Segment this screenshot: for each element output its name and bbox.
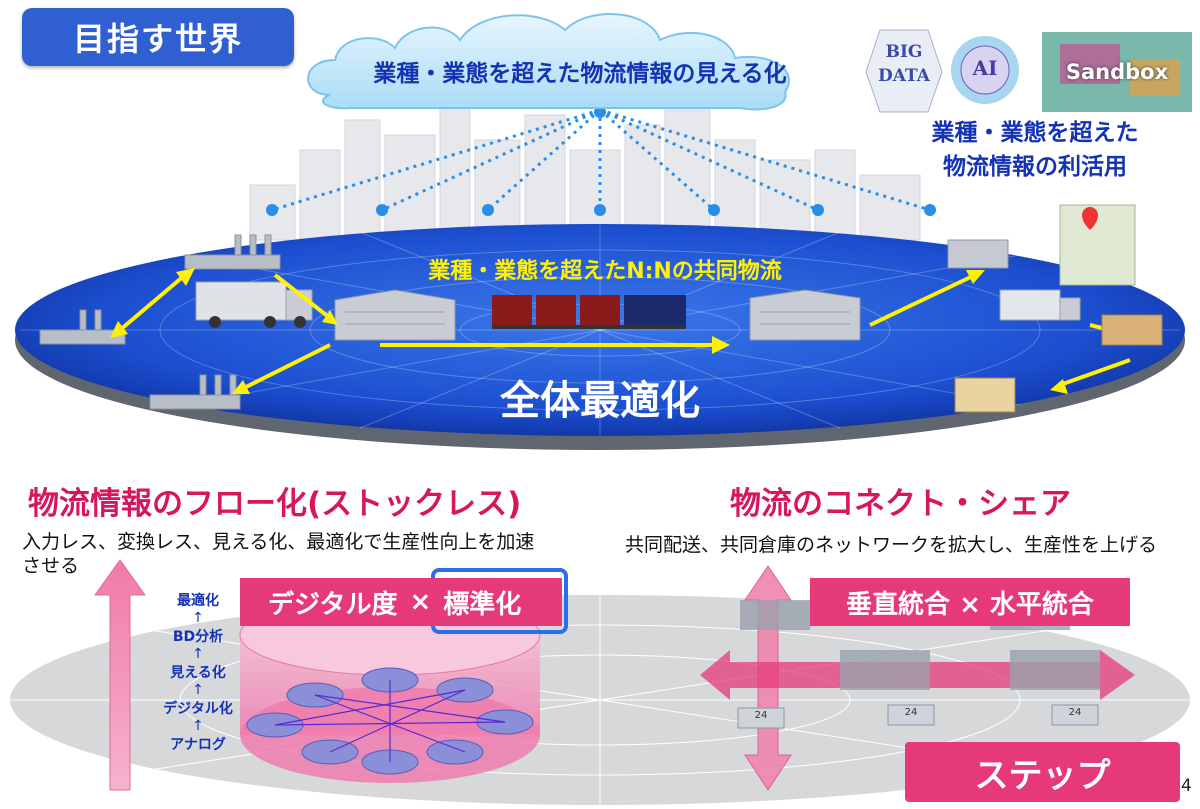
city-skyline <box>249 99 921 241</box>
step-optimization: 最適化 <box>177 593 219 609</box>
cloud-shape <box>307 13 790 111</box>
joint-logistics-caption: 業種・業態を超えたN:Nの共同物流 <box>428 259 782 284</box>
ai-icon-shape <box>951 36 1019 104</box>
big-data-line-1: BIG <box>885 42 923 62</box>
page-number: 4 <box>1181 776 1192 796</box>
left-description-line-1: 入力レス、変換レス、見える化、最適化で生産性向上を加速 <box>22 531 535 553</box>
step-analog: アナログ <box>170 737 226 753</box>
step-digitization: デジタル化 <box>163 701 233 717</box>
total-optimization-label: 全体最適化 <box>500 378 700 424</box>
step-arrow-icon: ↑ <box>192 610 204 626</box>
progress-up-arrow <box>94 559 146 791</box>
right-caption: 業種・業態を超えた 物流情報の利活用 <box>900 116 1170 184</box>
right-section-heading: 物流のコネクト・シェア <box>730 486 1071 522</box>
sandbox-icon-shape <box>1042 32 1192 112</box>
step-arrow-icon: ↑ <box>192 718 204 734</box>
times-symbol: × <box>409 587 432 617</box>
freight-train <box>492 295 686 329</box>
left-section-heading: 物流情報のフロー化(ストックレス) <box>28 486 522 522</box>
left-section-description: 入力レス、変換レス、見える化、最適化で生産性向上を加速 させる <box>22 530 602 578</box>
ai-icon: AI <box>972 56 998 80</box>
step-arrow-icon: ↑ <box>192 646 204 662</box>
right-caption-line-2: 物流情報の利活用 <box>943 154 1127 180</box>
step-visualization: 見える化 <box>170 665 226 681</box>
step-bd-analysis: BD分析 <box>172 629 224 645</box>
left-description-line-2: させる <box>22 555 80 577</box>
integration-band: 垂直統合 × 水平統合 <box>810 578 1130 626</box>
digital-standard-band: デジタル度 × 標準化 <box>240 578 562 626</box>
step-badge: ステップ <box>905 742 1180 802</box>
store-label-3: 24 <box>1068 707 1082 718</box>
truck-left <box>195 281 313 328</box>
platform-grid <box>20 224 1180 436</box>
cloud-caption: 業種・業態を超えた物流情報の見える化 <box>373 61 787 87</box>
big-data-icon: BIG DATA <box>866 40 942 88</box>
standardization-label: 標準化 <box>443 589 522 620</box>
store-label-1: 24 <box>754 710 768 721</box>
sandbox-icon: Sandbox <box>1065 60 1169 84</box>
cloud-links <box>271 108 931 212</box>
platform-top <box>15 224 1185 436</box>
convenience-stores <box>737 704 1099 729</box>
digital-degree-label: デジタル度 <box>268 589 398 620</box>
right-buildings <box>947 204 1163 413</box>
page-title: 目指す世界 <box>22 8 294 66</box>
right-caption-line-1: 業種・業態を超えた <box>931 120 1139 146</box>
factory-icons-left <box>39 234 281 410</box>
right-section-description: 共同配送、共同倉庫のネットワークを拡大し、生産性を上げる <box>625 534 1158 556</box>
big-data-icon-shape <box>865 29 943 113</box>
store-label-2: 24 <box>904 707 918 718</box>
maturity-steps: 最適化 ↑ BD分析 ↑ 見える化 ↑ デジタル化 ↑ アナログ <box>138 590 258 754</box>
step-arrow-icon: ↑ <box>192 682 204 698</box>
warehouse-left <box>334 289 456 341</box>
warehouse-right <box>749 289 861 341</box>
big-data-line-2: DATA <box>878 66 930 86</box>
